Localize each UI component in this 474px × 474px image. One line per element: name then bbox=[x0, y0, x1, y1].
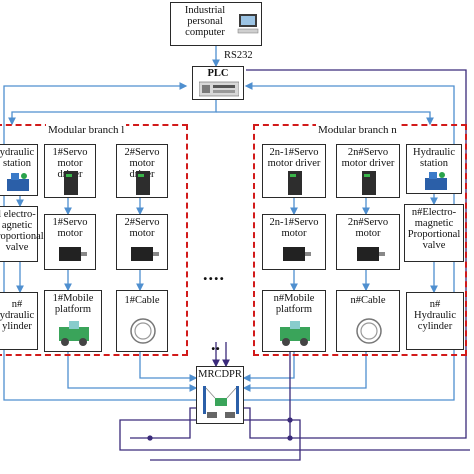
servo-motor-a-right: 2n-1#Servo motor bbox=[262, 214, 326, 270]
servo-motor-a-label: 2n-1#Servo motor bbox=[269, 217, 319, 239]
plc-to-branch-right bbox=[216, 111, 434, 126]
servo-motor-b-label: 2n#Servo motor bbox=[347, 217, 389, 239]
servo-driver-b-right: 2n#Servo motor driver bbox=[336, 144, 400, 198]
industrial-computer-box: Industrial personal computer bbox=[170, 2, 262, 46]
servo-driver-a-label: 2n-1#Servo motor driver bbox=[267, 147, 321, 169]
cable-coil-icon bbox=[356, 318, 382, 344]
mobile-platform-1: 1#Mobile platform bbox=[44, 290, 102, 352]
servo-motor-1-left: 1#Servo motor bbox=[44, 214, 96, 270]
hydraulic-station-left-label: ydraulic station bbox=[0, 147, 35, 169]
computer-icon bbox=[237, 14, 259, 34]
cable-n-label: n#Cable bbox=[350, 295, 386, 306]
servo-motor-icon bbox=[357, 247, 385, 261]
robot-system-icon bbox=[203, 386, 239, 418]
mobile-platform-1-label: 1#Mobile platform bbox=[52, 293, 94, 315]
mobile-platform-n: n#Mobile platform bbox=[262, 290, 326, 352]
branch-ellipsis: .... bbox=[203, 264, 225, 284]
cable-n: n#Cable bbox=[336, 290, 400, 352]
cable-1-label: 1#Cable bbox=[124, 295, 160, 306]
mrcdpr-box: MRCDPR bbox=[196, 366, 244, 424]
servo-driver-icon bbox=[136, 171, 150, 195]
proportional-valve-right: n#Electro- magnetic Proportional valve bbox=[404, 204, 464, 262]
servo-motor-b-right: 2n#Servo motor bbox=[336, 214, 400, 270]
hydraulic-station-icon bbox=[7, 173, 29, 191]
plc-box: PLC bbox=[192, 66, 244, 100]
hydraulic-cylinder-right-label: n# Hydraulic cylinder bbox=[414, 299, 456, 332]
hydraulic-station-right: Hydraulic station bbox=[406, 144, 462, 194]
proportional-valve-left-label: l electro- agnetic roportional valve bbox=[0, 209, 44, 253]
mrcdpr-label: MRCDPR bbox=[198, 369, 242, 380]
hydraulic-station-icon bbox=[425, 172, 447, 190]
servo-driver-a-right: 2n-1#Servo motor driver bbox=[262, 144, 326, 198]
plc-device-icon bbox=[199, 81, 239, 97]
servo-driver-1-left: 1#Servo motor driver bbox=[44, 144, 96, 198]
servo-driver-b-label: 2n#Servo motor driver bbox=[341, 147, 395, 169]
branch-left-title: Modular branch l bbox=[46, 124, 127, 136]
servo-motor-2-left: 2#Servo motor bbox=[116, 214, 168, 270]
mobile-platform-n-label: n#Mobile platform bbox=[273, 293, 315, 315]
servo-driver-icon bbox=[288, 171, 302, 195]
hydraulic-cylinder-left-label: n# ydraulic ylinder bbox=[0, 299, 35, 332]
servo-driver-icon bbox=[362, 171, 376, 195]
plc-label: PLC bbox=[207, 68, 229, 79]
rs232-label: RS232 bbox=[224, 50, 253, 61]
plc-to-branch-left bbox=[8, 100, 217, 126]
proportional-valve-right-label: n#Electro- magnetic Proportional valve bbox=[407, 207, 461, 251]
industrial-computer-label: Industrial personal computer bbox=[184, 5, 226, 38]
cable-1: 1#Cable bbox=[116, 290, 168, 352]
servo-motor-icon bbox=[59, 247, 87, 261]
hydraulic-station-right-label: Hydraulic station bbox=[413, 147, 455, 169]
servo-driver-icon bbox=[64, 171, 78, 195]
hydraulic-cylinder-right: n# Hydraulic cylinder bbox=[406, 292, 464, 350]
hydraulic-cylinder-left: n# ydraulic ylinder bbox=[0, 292, 38, 350]
proportional-valve-left: l electro- agnetic roportional valve bbox=[0, 206, 44, 262]
servo-motor-icon bbox=[283, 247, 311, 261]
branch-right-title: Modular branch n bbox=[316, 124, 399, 136]
hydraulic-station-left: ydraulic station bbox=[0, 144, 38, 196]
mobile-platform-icon bbox=[280, 321, 310, 346]
servo-motor-icon bbox=[131, 247, 159, 261]
cable-coil-icon bbox=[130, 318, 156, 344]
servo-motor-1-label: 1#Servo motor bbox=[52, 217, 88, 239]
servo-driver-2-left: 2#Servo motor driver bbox=[116, 144, 168, 198]
vertical-ellipsis: .. bbox=[211, 334, 220, 354]
mobile-platform-icon bbox=[59, 321, 89, 346]
servo-motor-2-label: 2#Servo motor bbox=[124, 217, 160, 239]
